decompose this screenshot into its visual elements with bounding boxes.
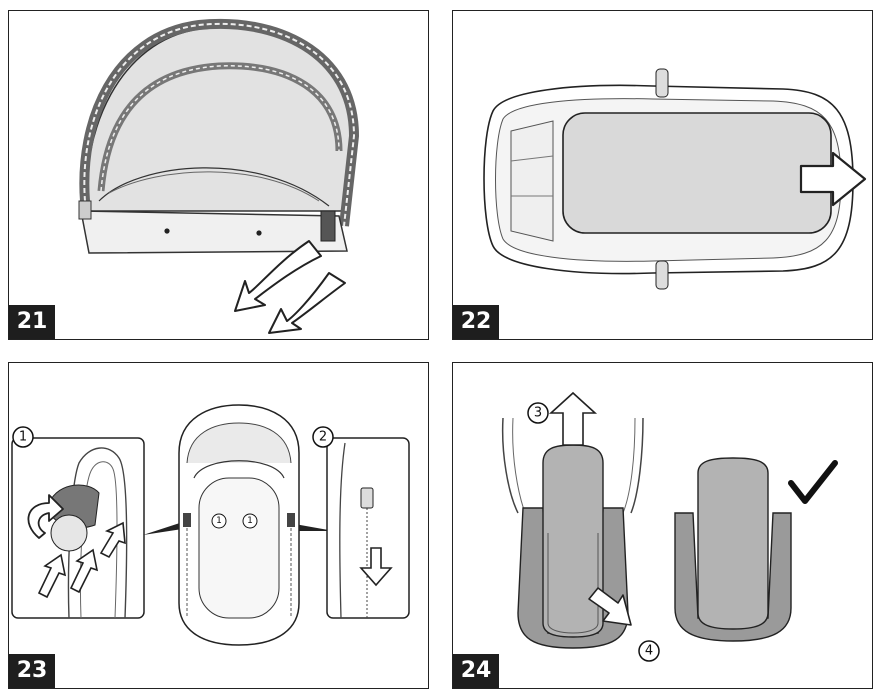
panel-23: 1 1 1 2 23 (8, 362, 429, 689)
callout-1-label: 1 (19, 430, 27, 445)
push-arrow-3 (99, 521, 126, 559)
push-arrow-2 (69, 548, 99, 594)
callout-3 (527, 402, 549, 424)
step-badge-21: 21 (9, 305, 55, 339)
mattress (562, 112, 832, 234)
unzip-arrow (359, 547, 393, 587)
unhook-unzip-illustration: 1 1 1 2 (11, 404, 410, 646)
pull-out-arrow (799, 151, 867, 207)
body-mark-1b: 1 (247, 516, 253, 526)
panel-24: 3 4 24 (452, 362, 873, 689)
callout-4-label: 4 (645, 644, 653, 659)
zip-pull (360, 487, 374, 509)
insert-push-arrow (548, 391, 598, 446)
panel-21: 21 (8, 10, 429, 340)
check-mark-icon (788, 460, 838, 504)
callout-1 (12, 426, 34, 448)
step-badge-22: 22 (453, 305, 499, 339)
handle-peg-bottom (655, 260, 669, 290)
step-badge-23: 23 (9, 654, 55, 688)
body-mark-1a: 1 (216, 516, 222, 526)
pull-off-arrow (588, 587, 632, 626)
step-badge-24: 24 (453, 654, 499, 688)
callout-4 (638, 640, 660, 662)
mattress-removal-illustration (483, 68, 867, 290)
callout-2 (312, 426, 334, 448)
fold-arrow-1 (234, 240, 322, 312)
callout-2-label: 2 (319, 430, 327, 445)
hood-base (80, 210, 348, 254)
fabric-cover-right (674, 512, 792, 642)
panel-22: 22 (452, 10, 873, 340)
hood-fold-illustration (78, 18, 360, 334)
push-arrow-1 (37, 553, 67, 599)
handle-peg-top (655, 68, 669, 98)
callout-3-label: 3 (534, 406, 542, 421)
detail-inset-right (326, 437, 410, 619)
cover-removal-illustration: 3 4 (501, 391, 838, 662)
fold-arrow-2 (268, 272, 346, 334)
rotate-arrow (27, 494, 64, 539)
